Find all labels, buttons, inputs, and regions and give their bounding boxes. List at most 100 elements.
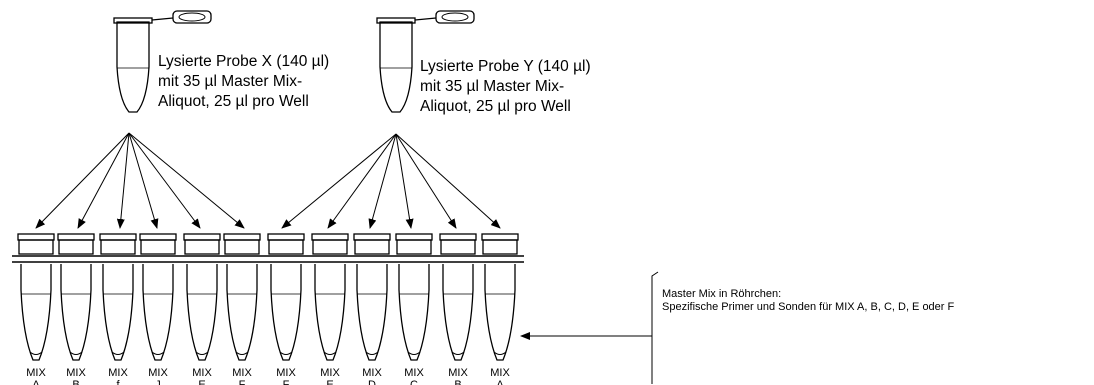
strip-cap-top xyxy=(99,233,137,241)
strip-tube xyxy=(183,233,221,361)
strip-tube-body xyxy=(442,264,474,361)
strip-tube-body xyxy=(484,264,516,361)
tube-label-bottom: E xyxy=(198,379,206,385)
strip-liquid xyxy=(407,351,421,355)
strip-cap-top xyxy=(183,233,221,241)
strip-liquid xyxy=(451,351,465,355)
strip-liquid xyxy=(151,351,165,355)
strip-tube-body xyxy=(356,264,388,361)
arrow-sample-x-2 xyxy=(77,132,130,229)
arrow-sample-x-1 xyxy=(35,132,130,229)
strip-cap xyxy=(18,239,54,255)
strip-liquid xyxy=(493,351,507,355)
tube-label-top: MIX xyxy=(276,367,296,379)
strip-tube xyxy=(353,233,391,361)
strip-tube-body xyxy=(398,264,430,361)
sample-x-line-3: Aliquot, 25 µl pro Well xyxy=(158,93,309,110)
sample-tube-x-body xyxy=(116,21,150,113)
strip-liquid xyxy=(29,351,43,355)
strip-cap xyxy=(100,239,136,255)
strip-tube xyxy=(223,233,261,361)
strip-cap xyxy=(354,239,390,255)
tube-label-top: MIX xyxy=(148,367,168,379)
arrow-sample-x-3 xyxy=(116,132,130,229)
legend-line-2: Spezifische Primer und Sonden für MIX A,… xyxy=(662,301,955,313)
strip-cap-top xyxy=(17,233,55,241)
sample-tube-x-rim xyxy=(113,17,153,24)
sample-tube-y-hinge xyxy=(414,17,437,21)
tube-label-bottom: C xyxy=(410,379,418,385)
tube-label-top: MIX xyxy=(192,367,212,379)
strip-liquid xyxy=(195,351,209,355)
tube-label-bottom: B xyxy=(72,379,80,385)
strip-cap xyxy=(268,239,304,255)
tube-label-bottom: A xyxy=(496,379,504,385)
strip-tube xyxy=(57,233,95,361)
tube-label-bottom: A xyxy=(32,379,40,385)
sample-tube-x-open-cap xyxy=(172,10,212,24)
strip-cap xyxy=(140,239,176,255)
strip-cap xyxy=(440,239,476,255)
sample-tube-x-cap-top xyxy=(178,12,206,22)
strip-cap-top xyxy=(267,233,305,241)
strip-liquid xyxy=(279,351,293,355)
tube-label-bottom: f xyxy=(116,379,120,385)
strip-tube-body xyxy=(186,264,218,361)
strip-tube-body xyxy=(142,264,174,361)
tube-label-top: MIX xyxy=(448,367,468,379)
strip-cap-top xyxy=(311,233,349,241)
tube-label-top: MIX xyxy=(362,367,382,379)
strip-tube xyxy=(267,233,305,361)
sample-y-line-3: Aliquot, 25 µl pro Well xyxy=(420,98,571,115)
sample-y-line-1: Lysierte Probe Y (140 µl) xyxy=(420,58,591,75)
arrow-sample-y-6 xyxy=(395,133,501,229)
strip-cap xyxy=(396,239,432,255)
strip-tube-body xyxy=(226,264,258,361)
strip-tube xyxy=(481,233,519,361)
sample-tube-x-hinge xyxy=(151,17,174,21)
tube-label-top: MIX xyxy=(232,367,252,379)
strip-cap-top xyxy=(439,233,477,241)
sample-y-label: Lysierte Probe Y (140 µl) mit 35 µl Mast… xyxy=(420,57,591,117)
arrow-sample-x-6 xyxy=(128,132,245,229)
tube-label-bottom: B xyxy=(454,379,462,385)
tube-label-top: MIX xyxy=(26,367,46,379)
arrow-sample-x-4 xyxy=(128,132,159,229)
sample-tube-y-cap-top xyxy=(441,12,469,22)
strip-cap xyxy=(482,239,518,255)
tube-label-bottom: J xyxy=(155,379,161,385)
strip-cap xyxy=(224,239,260,255)
sample-tube-y-rim xyxy=(376,17,416,24)
legend-text: Master Mix in Röhrchen: Spezifische Prim… xyxy=(662,288,954,314)
strip-tube-body xyxy=(270,264,302,361)
sample-x-line-1: Lysierte Probe X (140 µl) xyxy=(158,53,330,70)
strip-tube xyxy=(17,233,55,361)
tube-label-bottom: F xyxy=(282,379,290,385)
strip-cap-top xyxy=(353,233,391,241)
strip-tube-body xyxy=(314,264,346,361)
strip-tube xyxy=(99,233,137,361)
strip-cap-top xyxy=(395,233,433,241)
strip-cap xyxy=(58,239,94,255)
legend-bracket xyxy=(651,271,659,384)
tube-label-top: MIX xyxy=(404,367,424,379)
arrow-sample-y-1 xyxy=(281,133,397,229)
arrow-sample-y-4 xyxy=(395,133,414,229)
strip-cap-top xyxy=(139,233,177,241)
strip-cap xyxy=(184,239,220,255)
strip-tube-body xyxy=(60,264,92,361)
strip-liquid xyxy=(323,351,337,355)
strip-liquid xyxy=(235,351,249,355)
strip-liquid xyxy=(69,351,83,355)
